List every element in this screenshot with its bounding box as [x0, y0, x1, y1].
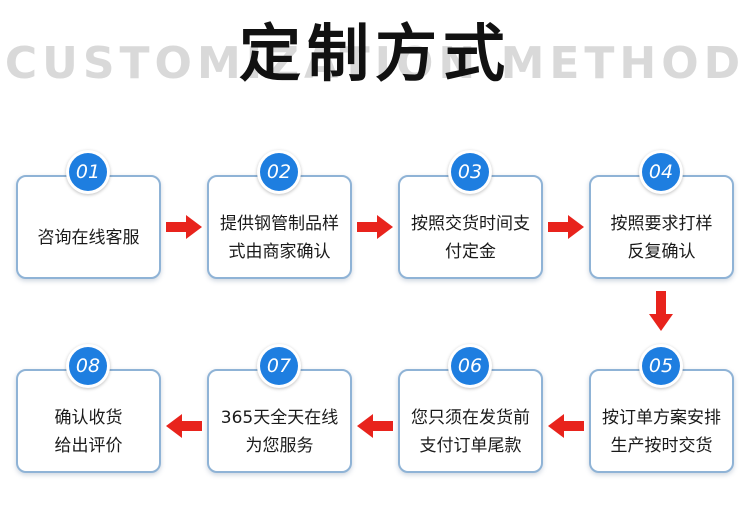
- step-text-08: 确认收货 给出评价: [54, 408, 123, 456]
- step-badge-06: 06: [448, 344, 492, 388]
- step-badge-04: 04: [639, 150, 683, 194]
- step-text-05: 按订单方案安排 生产按时交货: [602, 408, 721, 456]
- arrow-right-icon: [548, 215, 584, 239]
- step-card-04: 按照要求打样 反复确认: [589, 175, 734, 279]
- step-badge-02: 02: [257, 150, 301, 194]
- arrow-right-icon: [166, 215, 202, 239]
- arrow-left-icon: [166, 414, 202, 438]
- arrow-down-icon: [649, 291, 673, 331]
- step-text-04: 按照要求打样 反复确认: [610, 214, 713, 262]
- step-badge-07: 07: [257, 344, 301, 388]
- watermark-text: CUSTOMIZATION METHOD: [4, 38, 746, 89]
- step-text-01: 咨询在线客服: [37, 228, 140, 248]
- step-badge-03: 03: [448, 150, 492, 194]
- page-title: 定制方式: [238, 17, 511, 90]
- step-number-06: 06: [451, 347, 489, 385]
- arrow-left-icon: [357, 414, 393, 438]
- step-number-01: 01: [69, 153, 107, 191]
- step-text-06: 您只须在发货前 支付订单尾款: [411, 408, 530, 456]
- step-badge-01: 01: [66, 150, 110, 194]
- step-text-07: 365天全天在线 为您服务: [220, 408, 339, 456]
- step-text-02: 提供钢管制品样 式由商家确认: [220, 214, 339, 262]
- arrow-left-icon: [548, 414, 584, 438]
- step-badge-05: 05: [639, 344, 683, 388]
- step-number-03: 03: [451, 153, 489, 191]
- step-number-07: 07: [260, 347, 298, 385]
- step-number-02: 02: [260, 153, 298, 191]
- arrow-right-icon: [357, 215, 393, 239]
- step-number-08: 08: [69, 347, 107, 385]
- step-number-04: 04: [642, 153, 680, 191]
- step-text-03: 按照交货时间支 付定金: [411, 214, 530, 262]
- step-number-05: 05: [642, 347, 680, 385]
- step-badge-08: 08: [66, 344, 110, 388]
